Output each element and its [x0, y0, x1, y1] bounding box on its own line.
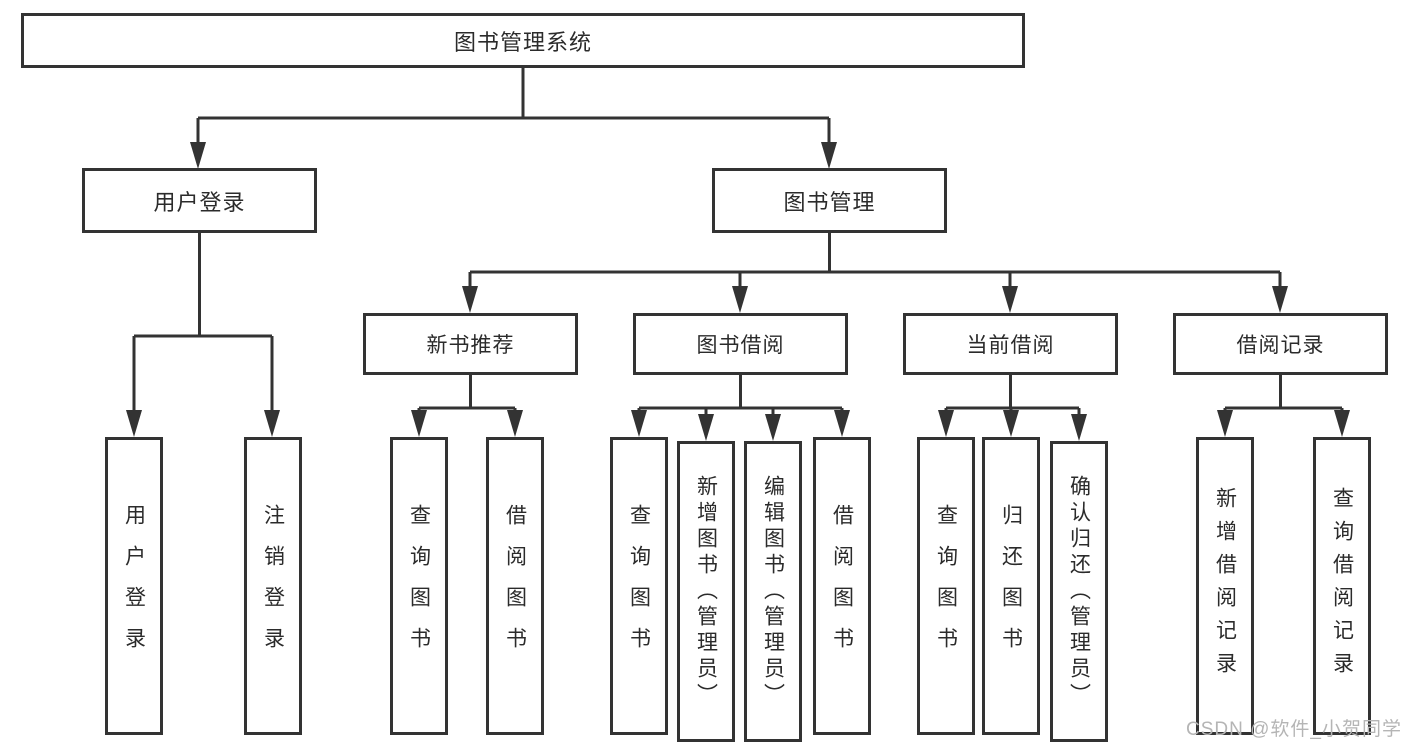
node-label: 编辑图书（管理员） [761, 474, 785, 709]
node-user-login: 用户登录 [82, 168, 317, 233]
node-book-borrowing: 图书借阅 [633, 313, 848, 375]
node-borrow-books-2: 借阅图书 [813, 437, 871, 735]
node-query-books-1: 查询图书 [390, 437, 448, 735]
arrowheads [126, 142, 1350, 441]
node-query-books-3: 查询图书 [917, 437, 975, 735]
node-label: 新增借阅记录 [1213, 487, 1237, 685]
node-library-management-system: 图书管理系统 [21, 13, 1025, 68]
node-label: 借阅图书 [830, 504, 854, 668]
node-query-books-2: 查询图书 [610, 437, 668, 735]
node-query-borrow-record: 查询借阅记录 [1313, 437, 1371, 735]
node-edit-book-admin: 编辑图书（管理员） [744, 441, 802, 742]
node-label: 新书推荐 [426, 334, 515, 357]
node-book-management: 图书管理 [712, 168, 947, 233]
node-label: 图书管理系统 [453, 29, 592, 55]
node-label: 借阅记录 [1236, 334, 1325, 357]
node-user-login-leaf: 用户登录 [105, 437, 163, 735]
node-label: 新增图书（管理员） [694, 474, 718, 709]
node-label: 归还图书 [999, 504, 1023, 668]
node-logout: 注销登录 [244, 437, 302, 735]
node-new-book-recommendation: 新书推荐 [363, 313, 578, 375]
node-add-book-admin: 新增图书（管理员） [677, 441, 735, 742]
node-confirm-return-admin: 确认归还（管理员） [1050, 441, 1108, 742]
node-label: 用户登录 [122, 504, 146, 668]
node-current-borrowing: 当前借阅 [903, 313, 1118, 375]
node-label: 查询借阅记录 [1330, 487, 1354, 685]
node-label: 查询图书 [934, 504, 958, 668]
node-label: 图书借阅 [696, 334, 785, 357]
node-label: 查询图书 [627, 504, 651, 668]
node-label: 用户登录 [153, 189, 246, 215]
csdn-watermark: CSDN @软件_小贺同学 [1186, 719, 1402, 740]
node-label: 查询图书 [407, 504, 431, 668]
node-borrow-books-1: 借阅图书 [486, 437, 544, 735]
node-add-borrow-record: 新增借阅记录 [1196, 437, 1254, 735]
node-label: 当前借阅 [966, 334, 1055, 357]
node-return-books: 归还图书 [982, 437, 1040, 735]
node-label: 确认归还（管理员） [1067, 474, 1091, 709]
node-label: 注销登录 [261, 504, 285, 668]
node-label: 借阅图书 [503, 504, 527, 668]
node-borrowing-records: 借阅记录 [1173, 313, 1388, 375]
node-label: 图书管理 [783, 189, 876, 215]
